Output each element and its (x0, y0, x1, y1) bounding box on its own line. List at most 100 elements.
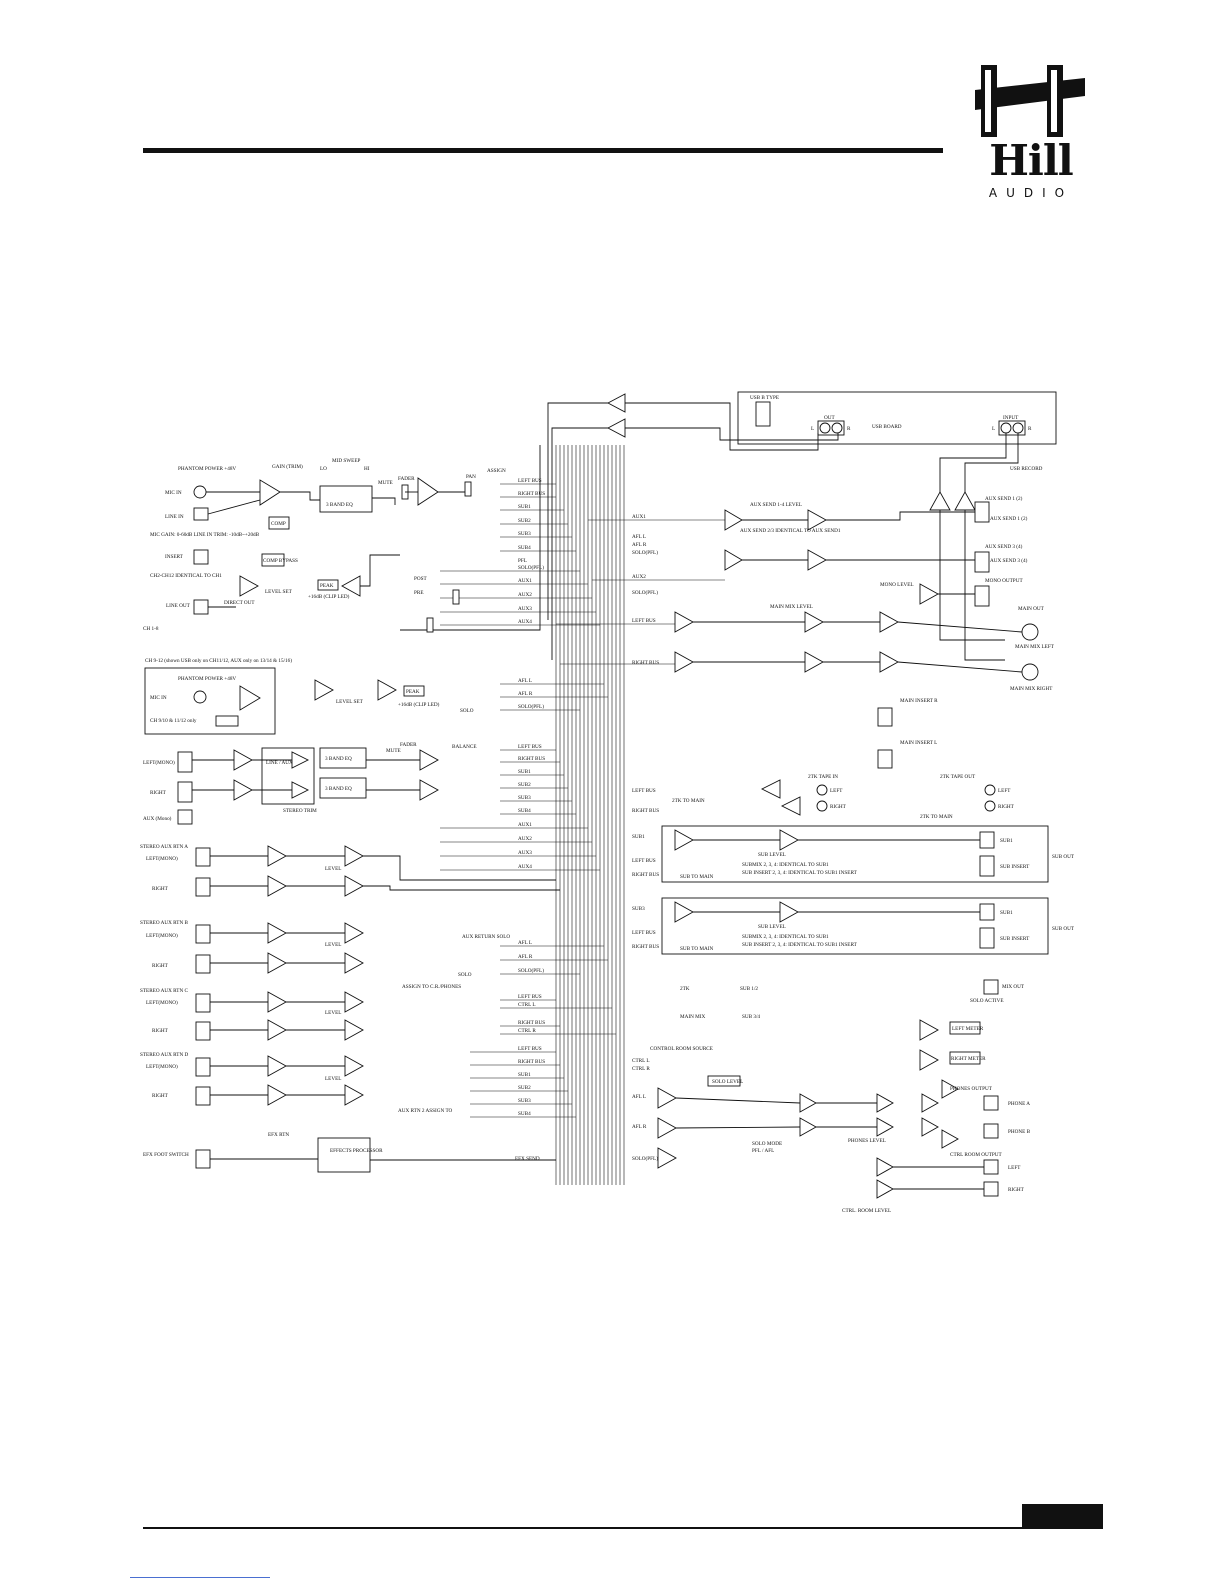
svg-text:SUB INSERT 2, 3, 4: IDENTICAL: SUB INSERT 2, 3, 4: IDENTICAL TO SUB1 IN… (742, 870, 858, 876)
svg-text:EFFECTS PROCESSOR: EFFECTS PROCESSOR (330, 1148, 383, 1154)
svg-text:RIGHT: RIGHT (150, 790, 167, 796)
svg-text:SOLO: SOLO (458, 972, 472, 978)
svg-text:USB B TYPE: USB B TYPE (750, 395, 779, 401)
svg-text:AUX2: AUX2 (632, 574, 646, 580)
svg-text:LEFT BUS: LEFT BUS (632, 930, 656, 936)
svg-text:MID SWEEP: MID SWEEP (332, 458, 361, 464)
svg-text:USB RECORD: USB RECORD (1010, 466, 1043, 472)
svg-text:MAIN MIX LEFT: MAIN MIX LEFT (1015, 644, 1055, 650)
svg-text:RIGHT BUS: RIGHT BUS (518, 1059, 545, 1065)
svg-text:LEFT BUS: LEFT BUS (518, 994, 542, 1000)
svg-text:LEVEL SET: LEVEL SET (336, 699, 364, 705)
svg-text:AFL R: AFL R (518, 691, 533, 697)
svg-text:GAIN (TRIM): GAIN (TRIM) (272, 463, 303, 470)
svg-text:SUB1: SUB1 (632, 834, 645, 840)
footer-link[interactable] (130, 1577, 270, 1578)
svg-text:LEFT BUS: LEFT BUS (518, 744, 542, 750)
svg-text:SOLO(PFL): SOLO(PFL) (632, 1155, 658, 1162)
svg-text:CH 9-12 (shown USB only on CH1: CH 9-12 (shown USB only on CH11/12, AUX … (145, 657, 292, 664)
page-number-tab (1022, 1504, 1103, 1528)
hill-logo-icon (975, 65, 1085, 137)
svg-text:SUB LEVEL: SUB LEVEL (758, 924, 786, 930)
svg-text:RIGHT METER: RIGHT METER (951, 1056, 986, 1062)
svg-text:SOLO ACTIVE: SOLO ACTIVE (970, 998, 1004, 1004)
svg-text:2TK TO MAIN: 2TK TO MAIN (672, 798, 705, 804)
control-room-section: MIX OUT SOLO ACTIVE LEFT METER RIGHT MET… (632, 979, 1031, 1214)
svg-text:FADER: FADER (400, 742, 417, 748)
svg-text:MUTE: MUTE (386, 748, 401, 754)
logo-subtitle: AUDIO (988, 186, 1074, 200)
svg-text:MAIN INSERT R: MAIN INSERT R (900, 698, 938, 704)
svg-text:SUB3: SUB3 (632, 906, 645, 912)
svg-text:CTRL L: CTRL L (632, 1058, 650, 1064)
svg-text:LO: LO (320, 466, 327, 472)
svg-text:SOLO(PFL): SOLO(PFL) (518, 703, 544, 710)
svg-text:RIGHT: RIGHT (152, 886, 169, 892)
svg-text:LEFT METER: LEFT METER (952, 1026, 984, 1032)
svg-text:MAIN MIX RIGHT: MAIN MIX RIGHT (1010, 686, 1053, 692)
svg-text:AFL L: AFL L (632, 534, 646, 540)
svg-text:USB BOARD: USB BOARD (872, 424, 902, 430)
svg-text:AUX RETURN SOLO: AUX RETURN SOLO (462, 934, 510, 940)
svg-text:PAN: PAN (466, 474, 476, 480)
svg-text:LEFT: LEFT (998, 788, 1011, 794)
svg-text:2TK TAPE IN: 2TK TAPE IN (808, 774, 838, 780)
svg-text:2TK TAPE OUT: 2TK TAPE OUT (940, 774, 976, 780)
svg-text:PHONE A: PHONE A (1008, 1101, 1030, 1107)
svg-text:SUB4: SUB4 (518, 545, 531, 551)
svg-text:AUX1: AUX1 (518, 822, 532, 828)
svg-text:ASSIGN: ASSIGN (487, 468, 506, 474)
stereo-aux-returns: STEREO AUX RTN A LEFT(MONO) RIGHT LEVEL … (140, 844, 616, 1173)
svg-text:PHONES OUTPUT: PHONES OUTPUT (950, 1086, 993, 1092)
svg-text:LEVEL: LEVEL (325, 942, 341, 948)
svg-text:LEFT: LEFT (1008, 1165, 1021, 1171)
svg-text:LEFT(MONO): LEFT(MONO) (146, 932, 178, 939)
svg-text:AUX4: AUX4 (518, 619, 532, 625)
svg-text:SOLO(PFL): SOLO(PFL) (518, 564, 544, 571)
svg-text:RIGHT BUS: RIGHT BUS (632, 660, 659, 666)
svg-text:AUX SEND 1 (2): AUX SEND 1 (2) (985, 495, 1023, 502)
svg-text:LEFT(MONO): LEFT(MONO) (143, 759, 175, 766)
svg-text:MAIN MIX: MAIN MIX (680, 1014, 705, 1020)
svg-text:2TK TO MAIN: 2TK TO MAIN (920, 814, 953, 820)
svg-text:LEFT: LEFT (830, 788, 843, 794)
svg-text:RIGHT: RIGHT (152, 1093, 169, 1099)
svg-text:LEFT(MONO): LEFT(MONO) (146, 855, 178, 862)
svg-text:SUB INSERT: SUB INSERT (1000, 936, 1030, 942)
svg-text:SUB INSERT: SUB INSERT (1000, 864, 1030, 870)
svg-text:SUB OUT: SUB OUT (1052, 854, 1075, 860)
svg-text:RIGHT BUS: RIGHT BUS (632, 808, 659, 814)
svg-text:SUB 1/2: SUB 1/2 (740, 986, 758, 992)
svg-text:AUX2: AUX2 (518, 836, 532, 842)
svg-text:STEREO AUX RTN C: STEREO AUX RTN C (140, 988, 189, 994)
svg-text:AFL L: AFL L (632, 1094, 646, 1100)
svg-text:SUB4: SUB4 (518, 1111, 531, 1117)
svg-text:SUB OUT: SUB OUT (1052, 926, 1075, 932)
svg-text:PHONE B: PHONE B (1008, 1129, 1031, 1135)
svg-text:LEFT(MONO): LEFT(MONO) (146, 1063, 178, 1070)
svg-text:RIGHT: RIGHT (830, 804, 847, 810)
svg-text:PFL / AFL: PFL / AFL (752, 1148, 774, 1154)
svg-text:SUB1: SUB1 (1000, 910, 1013, 916)
svg-text:LEFT BUS: LEFT BUS (632, 618, 656, 624)
svg-text:AFL R: AFL R (518, 954, 533, 960)
svg-text:SOLO(PFL): SOLO(PFL) (632, 589, 658, 596)
svg-text:RIGHT: RIGHT (152, 963, 169, 969)
svg-text:3 BAND EQ: 3 BAND EQ (326, 502, 353, 508)
svg-text:COMP BYPASS: COMP BYPASS (263, 558, 298, 564)
svg-text:AFL L: AFL L (518, 678, 532, 684)
header-rule (143, 148, 943, 153)
svg-text:SUB3: SUB3 (518, 1098, 531, 1104)
svg-text:SUBMIX 2, 3, 4: IDENTICAL TO S: SUBMIX 2, 3, 4: IDENTICAL TO SUB1 (742, 862, 829, 868)
svg-text:CONTROL ROOM SOURCE: CONTROL ROOM SOURCE (650, 1046, 713, 1052)
svg-text:LEFT BUS: LEFT BUS (632, 858, 656, 864)
svg-text:AUX1: AUX1 (632, 514, 646, 520)
svg-text:AUX4: AUX4 (518, 864, 532, 870)
svg-text:AUX SEND 3 (4): AUX SEND 3 (4) (990, 557, 1028, 564)
svg-text:OUT: OUT (824, 415, 835, 421)
svg-text:CTRL ROOM OUTPUT: CTRL ROOM OUTPUT (950, 1152, 1003, 1158)
svg-text:MIC IN: MIC IN (165, 490, 182, 496)
svg-text:AUX3: AUX3 (518, 606, 532, 612)
svg-text:L: L (811, 426, 814, 432)
